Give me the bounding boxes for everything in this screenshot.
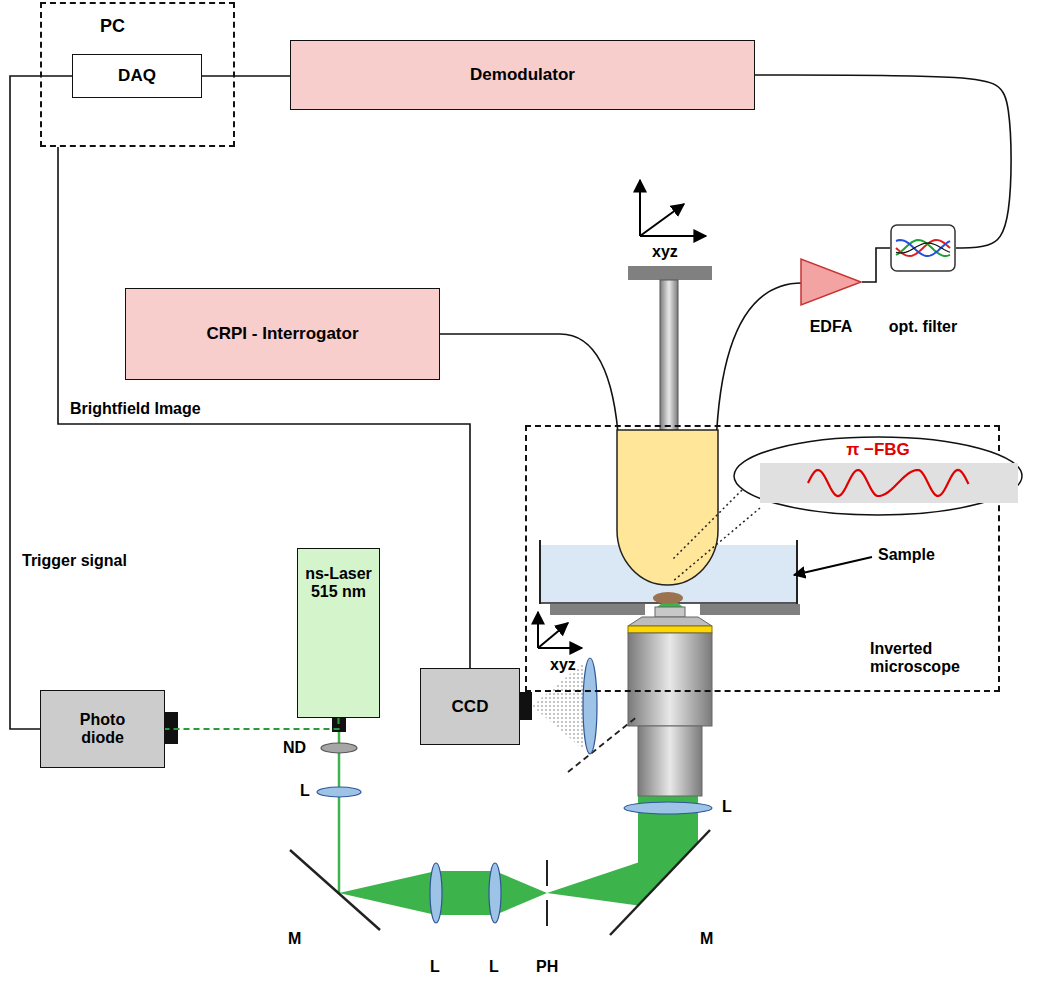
amplifier-symbol: EDFA [800,258,862,306]
pointer-arrow [794,557,872,575]
filter-frame [891,225,955,271]
pinhole [546,900,548,926]
objective-barrel [638,726,702,796]
signal-wire [10,76,72,729]
laser-beam [338,732,341,893]
part-label: L [300,782,310,800]
objective-ring [628,626,712,633]
axis-arrow [538,623,568,648]
axis-arrow [640,204,684,236]
computer-name: PC [100,16,125,37]
optical-fiber [716,283,802,446]
amplifier-symbol-outline [800,258,862,306]
box-title: Photo diode [72,711,134,748]
fbg-callout-outline [733,436,1023,516]
part-label: ND [283,739,306,757]
objective-cone [628,617,712,626]
laser-trigger-line [165,718,339,729]
spectrum-curve [896,243,950,253]
callout-ellipse [734,437,1022,515]
device-label: opt. filter [889,318,957,336]
frame-label: Inverted microscope [870,640,990,677]
laser-beam [495,871,547,915]
box-title: ns-Laser 515 nm [303,565,374,602]
probe-capsule [617,430,718,585]
axis-arrow [538,647,582,649]
part-label: M [288,930,301,948]
signal-label: Trigger signal [22,552,127,570]
filter-symbol: opt. filter [890,224,956,272]
callout-leader [672,490,742,560]
box-title: Demodulator [470,65,575,85]
dish-wall [539,540,541,604]
grating-wave [808,470,969,496]
lens [583,658,597,754]
part-label: Sample [878,546,935,564]
lens [317,787,361,797]
callout-leader [672,508,760,582]
fiber-core-band [760,463,1018,503]
sample-tissue [653,592,683,604]
part-label: L [722,798,732,816]
stage-support [550,604,645,615]
device-box: Demodulator [290,40,755,110]
laser-beam [339,871,436,915]
lens [489,863,501,923]
probe-rod [660,280,678,432]
imaging-cone [532,662,584,750]
nd-filter [321,743,357,753]
fbg-callout: π −FBG [733,436,1023,516]
objective-tip [655,607,685,617]
fbg-label: π −FBG [846,440,910,460]
mirror [290,850,380,930]
laser-beam [436,871,495,915]
axis-arrow [639,180,641,236]
stage-support [700,604,800,615]
pinhole [546,860,548,886]
lens [624,802,712,814]
mirror [610,830,710,935]
signal-wire [58,147,470,668]
box-title: CCD [452,697,489,717]
device-label: EDFA [810,318,853,336]
amplifier-triangle [801,259,861,305]
laser-box: ns-Laser 515 nm [297,548,380,718]
daq-box: DAQ [72,54,202,98]
spectrum-curve [896,240,950,256]
camera-lens [520,692,532,720]
computer-frame: PC DAQ [40,2,235,147]
optical-fiber [755,75,1011,248]
box-title: CRPI - Interrogator [206,324,358,344]
lens [430,863,442,923]
spectrum-curve [896,240,950,256]
camera-box: CCD [420,668,520,745]
part-label: PH [536,958,558,976]
signal-label: Brightfield Image [70,400,201,418]
microscope-frame: Inverted microscope [525,425,1000,692]
optical-fiber [440,334,619,446]
detector-box: Photo diode [40,690,165,768]
part-label: L [489,958,499,976]
spectrum-curve [896,240,950,256]
signal-wire [862,248,890,282]
box-title: DAQ [118,66,156,86]
axis-arrow [640,235,706,237]
objective-body [628,633,712,726]
probe-plate [628,266,712,280]
axis-arrow [537,612,539,648]
part-label: L [430,958,440,976]
filter-symbol-outline [890,224,956,272]
device-box: CRPI - Interrogator [125,288,440,380]
axis-label: xyz [652,243,678,261]
axis-label: xyz [550,656,576,674]
part-label: M [700,930,713,948]
signal-wire [202,75,290,77]
dish-wall [796,540,798,604]
